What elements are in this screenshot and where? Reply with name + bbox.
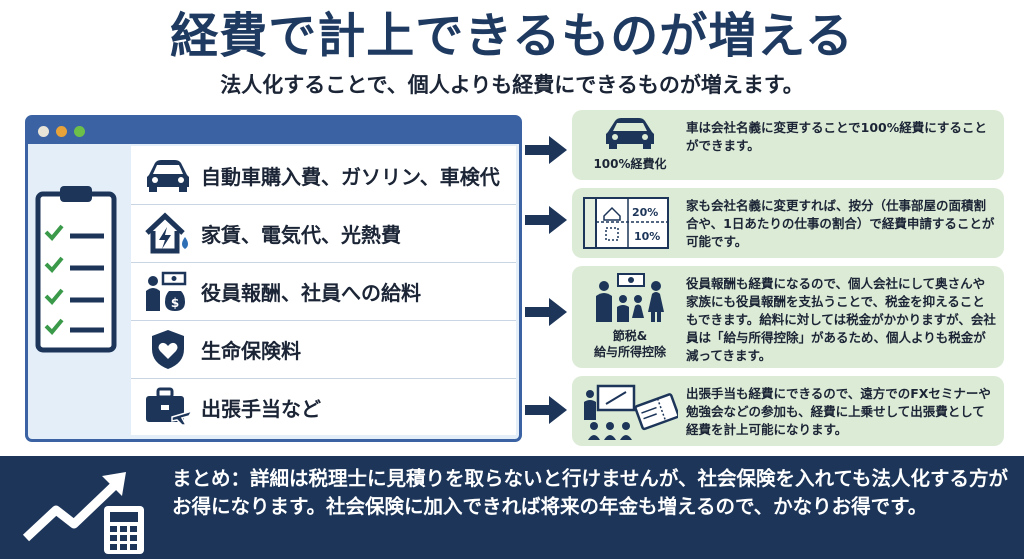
info-card-house: 20% 10% 家も会社名義に変更すれば、按分（仕事部屋の面積割合や、1日あたり…	[572, 188, 1004, 258]
shield-heart-icon	[141, 327, 195, 371]
card-icon-area: 100%経費化	[582, 116, 678, 172]
list-item: 家賃、電気代、光熱費	[131, 204, 516, 263]
card-text: 家も会社名義に変更すれば、按分（仕事部屋の面積割合や、1日あたりの仕事の割合）で…	[686, 198, 995, 249]
card-icon-area: 節税& 給与所得控除	[582, 272, 678, 360]
arrow-right-icon	[525, 298, 567, 326]
ratio-badge-top: 20%	[632, 206, 659, 219]
floor-plan-icon	[583, 197, 669, 249]
list-item-label: 出張手当など	[201, 396, 321, 421]
car-icon	[141, 153, 195, 197]
summary-band: まとめ：詳細は税理士に見積りを取らないと行けませんが、社会保険を入れても法人化す…	[0, 456, 1024, 559]
window-dot-2	[56, 126, 67, 137]
list-item: 生命保険料	[131, 320, 516, 379]
card-caption-line1: 節税&	[612, 329, 648, 343]
summary-text: まとめ：詳細は税理士に見積りを取らないと行けませんが、社会保険を入れても法人化す…	[172, 467, 1008, 518]
arrow-right-icon	[525, 206, 567, 234]
expense-list: 自動車購入費、ガソリン、車検代 家賃、電気代、光熱費	[131, 146, 516, 435]
arrow-right-icon	[525, 396, 567, 424]
family-money-icon	[596, 273, 664, 322]
card-text: 車は会社名義に変更することで100%経費にすることができます。	[686, 120, 987, 153]
list-item-label: 役員報酬、社員への給料	[201, 280, 421, 305]
ratio-badge-bottom: 10%	[634, 230, 661, 243]
card-caption: 100%経費化	[593, 157, 667, 171]
card-text: 役員報酬も経費になるので、個人会社にして奥さんや家族にも役員報酬を支払うことで、…	[686, 276, 996, 363]
window-dot-1	[38, 126, 49, 137]
window-title-bar	[28, 118, 519, 144]
briefcase-plane-icon	[141, 385, 195, 429]
info-card-salary: 節税& 給与所得控除 役員報酬も経費になるので、個人会社にして奥さんや家族にも役…	[572, 266, 1004, 368]
list-item: 自動車購入費、ガソリン、車検代	[131, 146, 516, 205]
card-icon-area	[582, 382, 680, 444]
clipboard-checklist-icon	[35, 186, 117, 353]
card-caption-line2: 給与所得控除	[593, 345, 666, 359]
window-dot-3	[74, 126, 85, 137]
page-title: 経費で計上できるものが増える	[170, 8, 854, 64]
house-utilities-icon	[141, 211, 195, 255]
card-icon-area: 20% 10%	[582, 194, 678, 256]
car-icon	[606, 118, 654, 149]
seminar-ticket-icon	[584, 384, 680, 440]
list-item: $ 役員報酬、社員への給料	[131, 262, 516, 321]
expense-list-window: 自動車購入費、ガソリン、車検代 家賃、電気代、光熱費	[25, 115, 522, 442]
list-item-label: 家賃、電気代、光熱費	[201, 222, 401, 247]
list-item-label: 生命保険料	[201, 338, 301, 363]
info-card-trip: 出張手当も経費にできるので、遠方でのFXセミナーや勉強会などの参加も、経費に上乗…	[572, 376, 1004, 446]
info-card-car: 100%経費化 車は会社名義に変更することで100%経費にすることができます。	[572, 110, 1004, 180]
growth-calculator-icon	[22, 472, 144, 554]
page-subtitle: 法人化することで、個人よりも経費にできるものが増えます。	[220, 73, 804, 97]
arrow-right-icon	[525, 136, 567, 164]
list-item: 出張手当など	[131, 378, 516, 436]
salary-icon: $	[141, 269, 195, 313]
svg-text:$: $	[171, 296, 179, 310]
card-text: 出張手当も経費にできるので、遠方でのFXセミナーや勉強会などの参加も、経費に上乗…	[686, 386, 991, 437]
list-item-label: 自動車購入費、ガソリン、車検代	[201, 164, 500, 189]
